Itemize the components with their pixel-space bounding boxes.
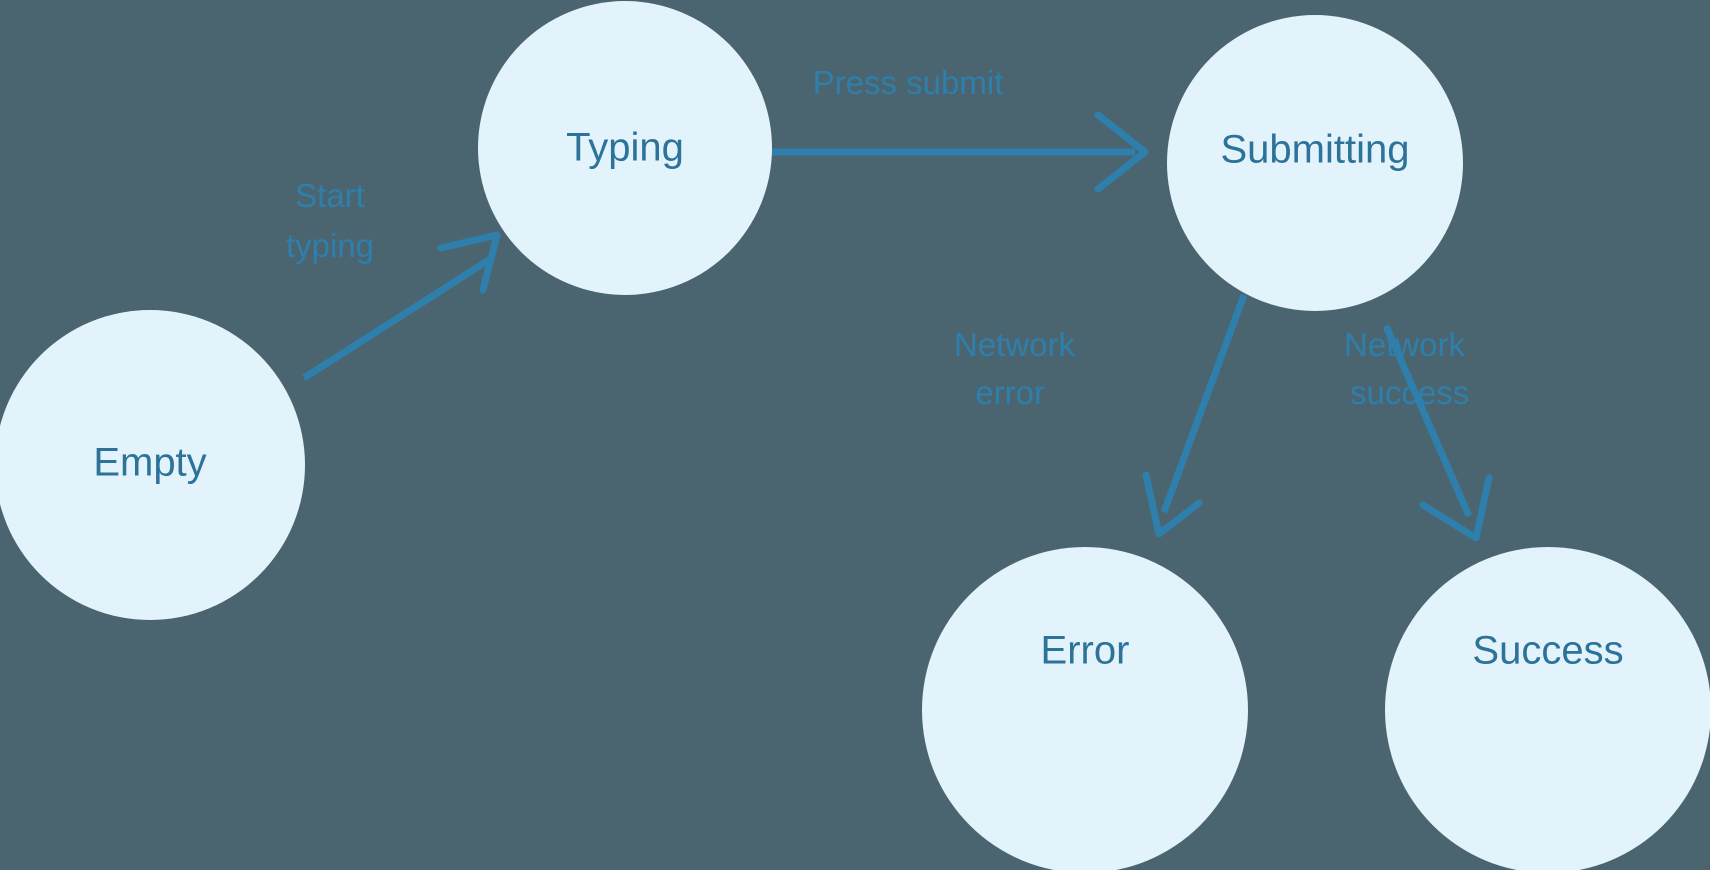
- edge-label-network-error-line1: Network: [954, 326, 1076, 363]
- node-typing-label: Typing: [566, 126, 684, 170]
- edge-label-network-error-line2: error: [975, 374, 1045, 411]
- edge-label-submitting-to-success: Network success: [1344, 326, 1469, 411]
- edge-label-network-success-line2: success: [1350, 374, 1469, 411]
- edge-typing-to-submitting[interactable]: [772, 111, 1149, 193]
- edge-typing-to-submitting-arrowhead-icon: [1094, 111, 1149, 193]
- node-error[interactable]: Error: [922, 547, 1248, 870]
- edge-empty-to-typing[interactable]: [302, 231, 501, 381]
- node-empty-circle: [0, 310, 305, 620]
- node-typing-circle: [478, 1, 772, 295]
- node-typing[interactable]: Typing: [478, 1, 772, 295]
- node-submitting-label: Submitting: [1221, 128, 1410, 172]
- edge-label-empty-to-typing: Start typing: [286, 177, 374, 264]
- node-empty-label: Empty: [93, 441, 206, 485]
- node-success-label: Success: [1472, 629, 1623, 673]
- edge-label-start-typing-line2: typing: [286, 227, 374, 264]
- edge-empty-to-typing-line: [302, 255, 494, 381]
- edge-submitting-to-error-line: [1160, 293, 1248, 514]
- node-error-circle: [922, 547, 1248, 870]
- edge-label-press-submit: Press submit: [813, 64, 1004, 101]
- edge-submitting-to-success[interactable]: [1382, 324, 1493, 542]
- edge-submitting-to-success-arrowhead-icon: [1419, 474, 1493, 542]
- edge-submitting-to-success-line: [1382, 324, 1473, 518]
- node-success[interactable]: Success: [1385, 547, 1710, 870]
- edge-submitting-to-error[interactable]: [1142, 293, 1248, 538]
- node-empty[interactable]: Empty: [0, 310, 305, 620]
- edge-submitting-to-error-arrowhead-icon: [1142, 471, 1203, 538]
- node-submitting-circle: [1167, 15, 1463, 311]
- edge-empty-to-typing-arrowhead-icon: [437, 231, 501, 294]
- node-error-label: Error: [1041, 629, 1130, 673]
- edge-label-network-success-line1: Network: [1344, 326, 1466, 363]
- edge-label-typing-to-submitting: Press submit: [813, 64, 1004, 101]
- node-success-circle: [1385, 547, 1710, 870]
- edge-label-start-typing-line1: Start: [295, 177, 365, 214]
- edge-label-submitting-to-error: Network error: [954, 326, 1076, 411]
- node-submitting[interactable]: Submitting: [1167, 15, 1463, 311]
